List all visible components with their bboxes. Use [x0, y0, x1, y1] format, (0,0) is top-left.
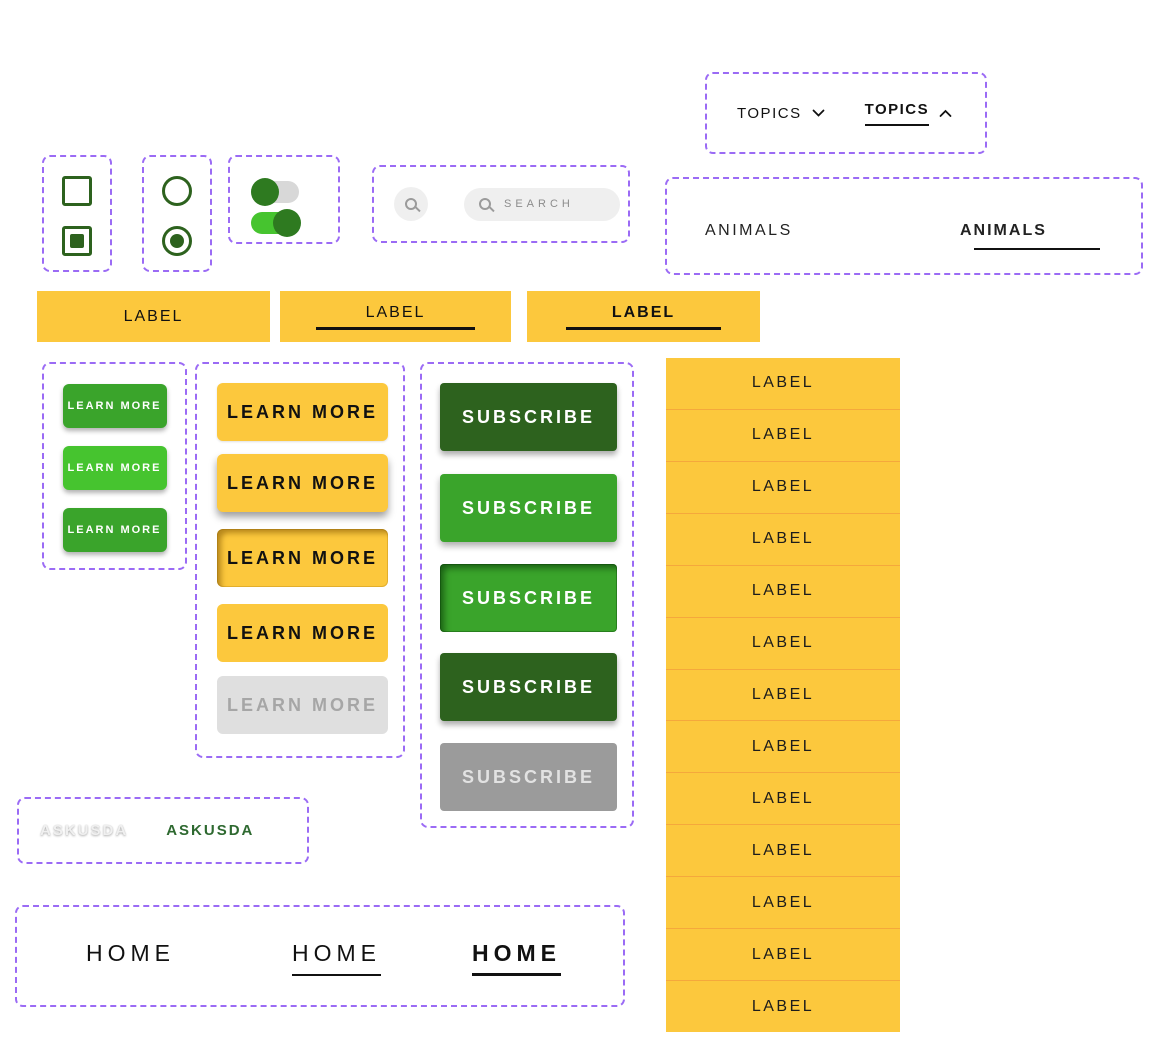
list-item[interactable]: LABEL: [666, 462, 900, 514]
label-bar-underline: LABEL: [315, 303, 476, 330]
search-field[interactable]: [464, 187, 620, 221]
radio-checked[interactable]: [162, 226, 192, 256]
home-link-underlined[interactable]: HOME: [292, 940, 381, 976]
checkbox-unchecked[interactable]: [62, 176, 92, 206]
learn-more-small-button-focus[interactable]: LEARN MORE: [62, 508, 167, 552]
learn-more-small-button-hover[interactable]: LEARN MORE: [62, 446, 167, 490]
list-item[interactable]: LABEL: [751, 997, 815, 1015]
toggle-knob: [251, 178, 279, 206]
subscribe-button-pressed[interactable]: SUBSCRIBE: [440, 564, 617, 632]
search-icon: [405, 198, 417, 210]
checkbox-group-frame: [42, 155, 112, 272]
list-item[interactable]: LABEL: [666, 825, 900, 878]
animals-link-underline: [974, 248, 1100, 250]
learn-more-small-button-default[interactable]: LEARN MORE: [62, 384, 167, 428]
search-group-frame: [372, 165, 630, 243]
askusda-link-ghost[interactable]: ASKUSDA: [40, 822, 129, 839]
list-item[interactable]: LABEL: [666, 877, 900, 930]
label-bar-text: LABEL: [123, 307, 184, 325]
list-item[interactable]: LABEL: [666, 721, 900, 774]
subscribe-button-hover[interactable]: SUBSCRIBE: [440, 474, 617, 542]
subscribe-button-disabled[interactable]: SUBSCRIBE: [440, 743, 617, 811]
radio-group-frame: [142, 155, 212, 272]
list-item[interactable]: LABEL: [666, 929, 900, 982]
learn-more-button-disabled[interactable]: LEARN MORE: [217, 676, 388, 734]
learn-more-small-frame: LEARN MORE LEARN MORE LEARN MORE: [42, 362, 187, 570]
search-button[interactable]: [394, 187, 428, 221]
animals-link[interactable]: ANIMALS: [705, 222, 793, 239]
learn-more-button-hover[interactable]: LEARN MORE: [217, 454, 388, 512]
list-item[interactable]: LABEL: [666, 410, 900, 462]
subscribe-buttons-frame: SUBSCRIBE SUBSCRIBE SUBSCRIBE SUBSCRIBE …: [420, 362, 634, 828]
subscribe-button-focus[interactable]: SUBSCRIBE: [440, 653, 617, 721]
chevron-down-icon: [812, 109, 824, 117]
topics-dropdown-frame: TOPICS TOPICS: [705, 72, 987, 154]
label-bar-default[interactable]: LABEL: [37, 291, 270, 342]
list-item[interactable]: LABEL: [666, 514, 900, 566]
learn-more-button-default[interactable]: LEARN MORE: [217, 383, 388, 441]
chevron-up-icon: [939, 109, 952, 117]
toggle-off[interactable]: [251, 178, 301, 206]
topics-dropdown-closed[interactable]: TOPICS: [737, 105, 825, 122]
toggle-group-frame: [228, 155, 340, 244]
toggle-knob: [273, 209, 301, 237]
label-bar-underlined[interactable]: LABEL: [280, 291, 511, 342]
label-bar-underline: LABEL: [565, 303, 722, 330]
list-item[interactable]: LABEL: [666, 566, 900, 618]
list-item[interactable]: LABEL: [666, 773, 900, 826]
learn-more-button-focus[interactable]: LEARN MORE: [217, 604, 388, 662]
topics-dropdown-label-active: TOPICS: [864, 101, 930, 126]
search-input[interactable]: [504, 198, 604, 210]
askusda-link-green[interactable]: ASKUSDA: [166, 822, 255, 839]
animals-links-frame: ANIMALS ANIMALS: [665, 177, 1143, 275]
list-item[interactable]: LABEL: [666, 670, 900, 722]
home-link-active[interactable]: HOME: [472, 940, 561, 976]
label-bar-active[interactable]: LABEL: [527, 291, 760, 342]
topics-dropdown-open[interactable]: TOPICS: [864, 101, 953, 126]
label-bar-text: LABEL: [611, 303, 676, 321]
list-item[interactable]: LABEL: [666, 618, 900, 670]
list-item[interactable]: LABEL: [666, 358, 900, 410]
label-list: LABEL LABEL LABEL LABEL LABEL LABEL LABE…: [666, 358, 900, 1032]
topics-dropdown-label: TOPICS: [737, 104, 802, 122]
search-icon: [479, 198, 491, 210]
radio-unchecked[interactable]: [162, 176, 192, 206]
subscribe-button-default[interactable]: SUBSCRIBE: [440, 383, 617, 451]
learn-more-button-pressed[interactable]: LEARN MORE: [217, 529, 388, 587]
toggle-on[interactable]: [251, 209, 301, 237]
askusda-links-frame: ASKUSDA ASKUSDA: [17, 797, 309, 864]
learn-more-buttons-frame: LEARN MORE LEARN MORE LEARN MORE LEARN M…: [195, 362, 405, 758]
label-bar-text: LABEL: [365, 303, 426, 321]
animals-link-active[interactable]: ANIMALS: [960, 222, 1047, 239]
checkbox-checked[interactable]: [62, 226, 92, 256]
home-link-default[interactable]: HOME: [86, 940, 175, 966]
home-links-frame: HOME HOME HOME: [15, 905, 625, 1007]
